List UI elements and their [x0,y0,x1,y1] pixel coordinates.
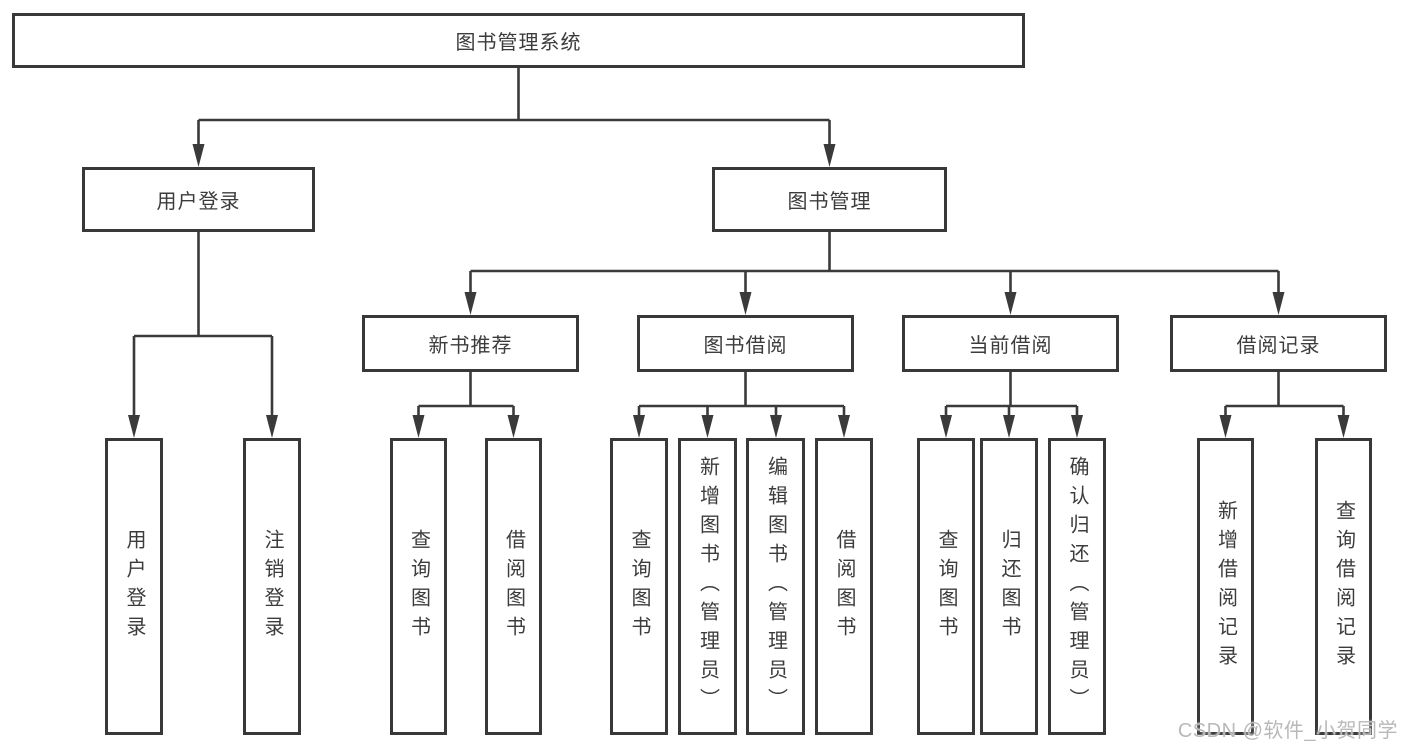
node-label: 借阅图书 [502,528,525,645]
node-leaf-query-book-borrow: 查询图书 [610,438,668,735]
node-label: 新书推荐 [428,335,513,357]
node-label: 借阅记录 [1236,335,1321,357]
node-book-borrow: 图书借阅 [637,315,854,372]
node-leaf-query-borrow-record: 查询借阅记录 [1315,438,1372,735]
node-label: 查询图书 [407,528,430,645]
node-root: 图书管理系统 [12,13,1025,68]
node-borrow-records: 借阅记录 [1170,315,1387,372]
node-label: 用户登录 [123,528,145,645]
node-leaf-user-login: 用户登录 [105,438,163,735]
node-leaf-query-book-recommend: 查询图书 [390,438,447,735]
node-label: 注销登录 [261,528,283,645]
node-label: 当前借阅 [968,335,1053,357]
node-leaf-borrow-book: 借阅图书 [815,438,873,735]
node-label: 归还图书 [998,528,1020,645]
node-book-management: 图书管理 [712,167,947,232]
node-leaf-confirm-return-admin: 确认归还（管理员） [1048,438,1106,735]
node-leaf-query-book-current: 查询图书 [917,438,975,735]
node-label: 图书管理 [787,191,872,213]
csdn-watermark: CSDN @软件_小贺同学 [1177,720,1398,742]
node-label: 图书借阅 [703,335,788,357]
node-label: 新增借阅记录 [1214,499,1237,674]
node-leaf-edit-book-admin: 编辑图书（管理员） [746,438,805,735]
node-new-book-recommend: 新书推荐 [362,315,579,372]
connector-arrowheads [128,144,1350,438]
node-label: 查询图书 [935,528,957,645]
node-leaf-return-book: 归还图书 [980,438,1038,735]
node-leaf-logout: 注销登录 [243,438,301,735]
node-label: 确认归还（管理员） [1066,456,1088,717]
node-label: 新增图书（管理员） [696,456,719,717]
node-current-borrow: 当前借阅 [902,315,1119,372]
node-user-login: 用户登录 [82,167,315,232]
node-label: 用户登录 [156,191,241,213]
node-label: 查询图书 [628,528,650,645]
node-leaf-borrow-book-recommend: 借阅图书 [485,438,542,735]
node-label: 图书管理系统 [455,32,582,54]
node-label: 借阅图书 [833,528,855,645]
node-label: 编辑图书（管理员） [764,456,787,717]
node-label: 查询借阅记录 [1332,499,1355,674]
node-leaf-add-book-admin: 新增图书（管理员） [678,438,737,735]
node-leaf-add-borrow-record: 新增借阅记录 [1197,438,1254,735]
